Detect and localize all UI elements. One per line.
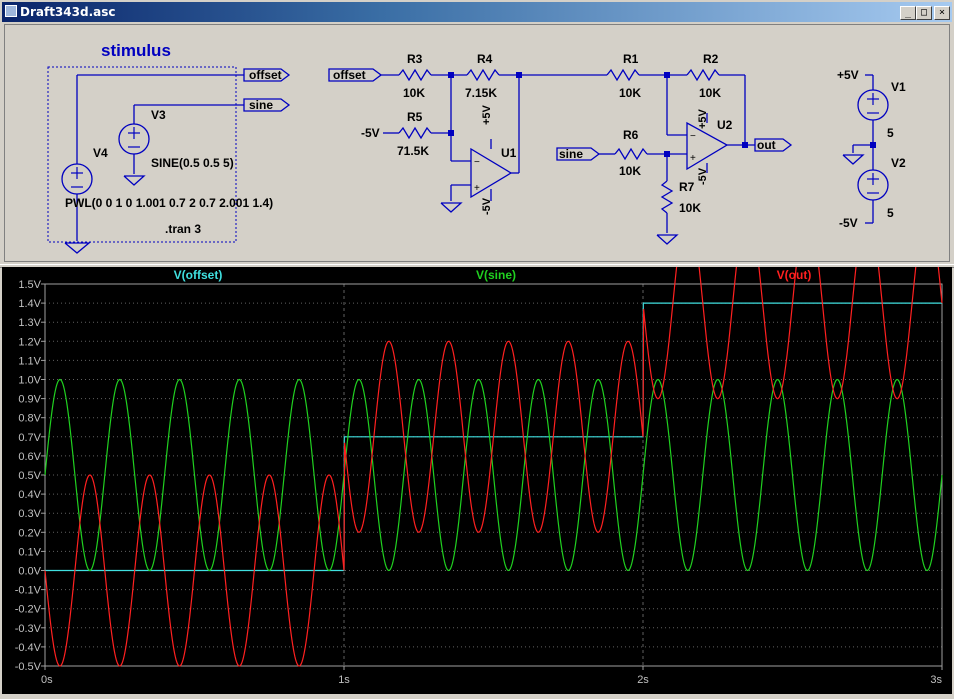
net-label-sine[interactable]: sine [249, 98, 274, 112]
svg-text:−: − [474, 157, 480, 168]
y-tick-label: 0.8V [18, 413, 41, 425]
y-tick-label: 1.3V [18, 317, 41, 329]
trace-vsine [44, 378, 943, 572]
y-tick-label: 0.6V [18, 451, 41, 463]
u2-vpos: +5V [697, 109, 709, 129]
x-tick-label: 3s [930, 674, 942, 686]
r7-value[interactable]: 10K [679, 201, 702, 215]
v4-value[interactable]: PWL(0 0 1 0 1.001 0.7 2 0.7 2.001 1.4) [65, 196, 274, 210]
net-label-offset-2[interactable]: offset [333, 68, 366, 82]
net-label-offset[interactable]: offset [249, 68, 282, 82]
r5-supply-label: -5V [361, 126, 380, 140]
u2-vneg: -5V [697, 167, 709, 185]
r3-name[interactable]: R3 [407, 52, 423, 66]
r1-name[interactable]: R1 [623, 52, 639, 66]
v1-name[interactable]: V1 [891, 80, 906, 94]
title-bar[interactable]: Draft343d.asc _ □ × [2, 2, 952, 22]
u1-vpos: +5V [481, 105, 493, 125]
x-tick-label: 2s [637, 674, 649, 686]
legend-vsine[interactable]: V(sine) [476, 268, 516, 282]
u2-name[interactable]: U2 [717, 118, 733, 132]
y-tick-label: 0.2V [18, 527, 41, 539]
y-tick-label: -0.2V [15, 604, 42, 616]
v2-value[interactable]: 5 [887, 206, 894, 220]
svg-text:−: − [690, 131, 696, 142]
legend-voffset[interactable]: V(offset) [174, 268, 223, 282]
y-tick-label: 1.4V [18, 298, 41, 310]
v1-supply-label: +5V [837, 68, 859, 82]
tran-directive[interactable]: .tran 3 [165, 222, 202, 236]
r7-name[interactable]: R7 [679, 180, 695, 194]
y-tick-label: -0.3V [15, 623, 42, 635]
close-button[interactable]: × [934, 6, 950, 20]
x-tick-label: 0s [41, 674, 53, 686]
waveform-plot: 1.5V 1.4V 1.3V 1.2V 1.1V 1.0V 0.9V 0.8V 0.7V 0.6V… [15, 206, 943, 686]
net-label-out[interactable]: out [757, 138, 776, 152]
y-tick-label: 0.0V [18, 566, 41, 578]
y-tick-label: 0.3V [18, 508, 41, 520]
r4-value[interactable]: 7.15K [465, 86, 498, 100]
r6-value[interactable]: 10K [619, 164, 642, 178]
r6-name[interactable]: R6 [623, 128, 639, 142]
stimulus-label: stimulus [101, 41, 171, 60]
y-tick-label: 1.5V [18, 279, 41, 291]
svg-text:+: + [474, 183, 480, 194]
r3-value[interactable]: 10K [403, 86, 426, 100]
r1-value[interactable]: 10K [619, 86, 642, 100]
y-tick-label: 1.1V [18, 355, 41, 367]
v4-name[interactable]: V4 [93, 146, 108, 160]
v2-name[interactable]: V2 [891, 156, 906, 170]
r5-value[interactable]: 71.5K [397, 144, 430, 158]
v3-value[interactable]: SINE(0.5 0.5 5) [151, 156, 234, 170]
y-tick-label: 0.9V [18, 394, 41, 406]
r2-value[interactable]: 10K [699, 86, 722, 100]
app-icon [5, 5, 17, 17]
u1-vneg: -5V [481, 197, 493, 215]
u1-name[interactable]: U1 [501, 146, 517, 160]
y-tick-label: -0.1V [15, 585, 42, 597]
r5-name[interactable]: R5 [407, 110, 423, 124]
window-title: Draft343d.asc [20, 5, 116, 19]
minimize-button[interactable]: _ [900, 6, 916, 20]
y-tick-label: 0.7V [18, 432, 41, 444]
maximize-button[interactable]: □ [916, 6, 932, 20]
y-tick-label: 1.0V [18, 375, 41, 387]
v2-supply-label: -5V [839, 216, 858, 230]
y-tick-label: 0.4V [18, 489, 41, 501]
y-tick-label: -0.4V [15, 642, 42, 654]
net-label-sine-2[interactable]: sine [559, 147, 584, 161]
y-tick-label: 0.1V [18, 546, 41, 558]
waveform-viewer[interactable]: 1.5V 1.4V 1.3V 1.2V 1.1V 1.0V 0.9V 0.8V 0.7V 0.6V… [2, 206, 952, 694]
v1-value[interactable]: 5 [887, 126, 894, 140]
svg-text:+: + [690, 153, 696, 164]
y-tick-label: 0.5V [18, 470, 41, 482]
legend-vout[interactable]: V(out) [777, 268, 812, 282]
v3-name[interactable]: V3 [151, 108, 166, 122]
y-tick-label: -0.5V [15, 661, 42, 673]
r4-name[interactable]: R4 [477, 52, 493, 66]
r2-name[interactable]: R2 [703, 52, 719, 66]
y-tick-label: 1.2V [18, 336, 41, 348]
main-window: Draft343d.asc _ □ × [0, 0, 954, 265]
x-tick-label: 1s [338, 674, 350, 686]
schematic-canvas[interactable]: − + − + stimulus offset sine offset sine o… [4, 24, 950, 262]
trace-vout [44, 206, 943, 667]
schematic-svg: − + − + [47, 66, 889, 254]
